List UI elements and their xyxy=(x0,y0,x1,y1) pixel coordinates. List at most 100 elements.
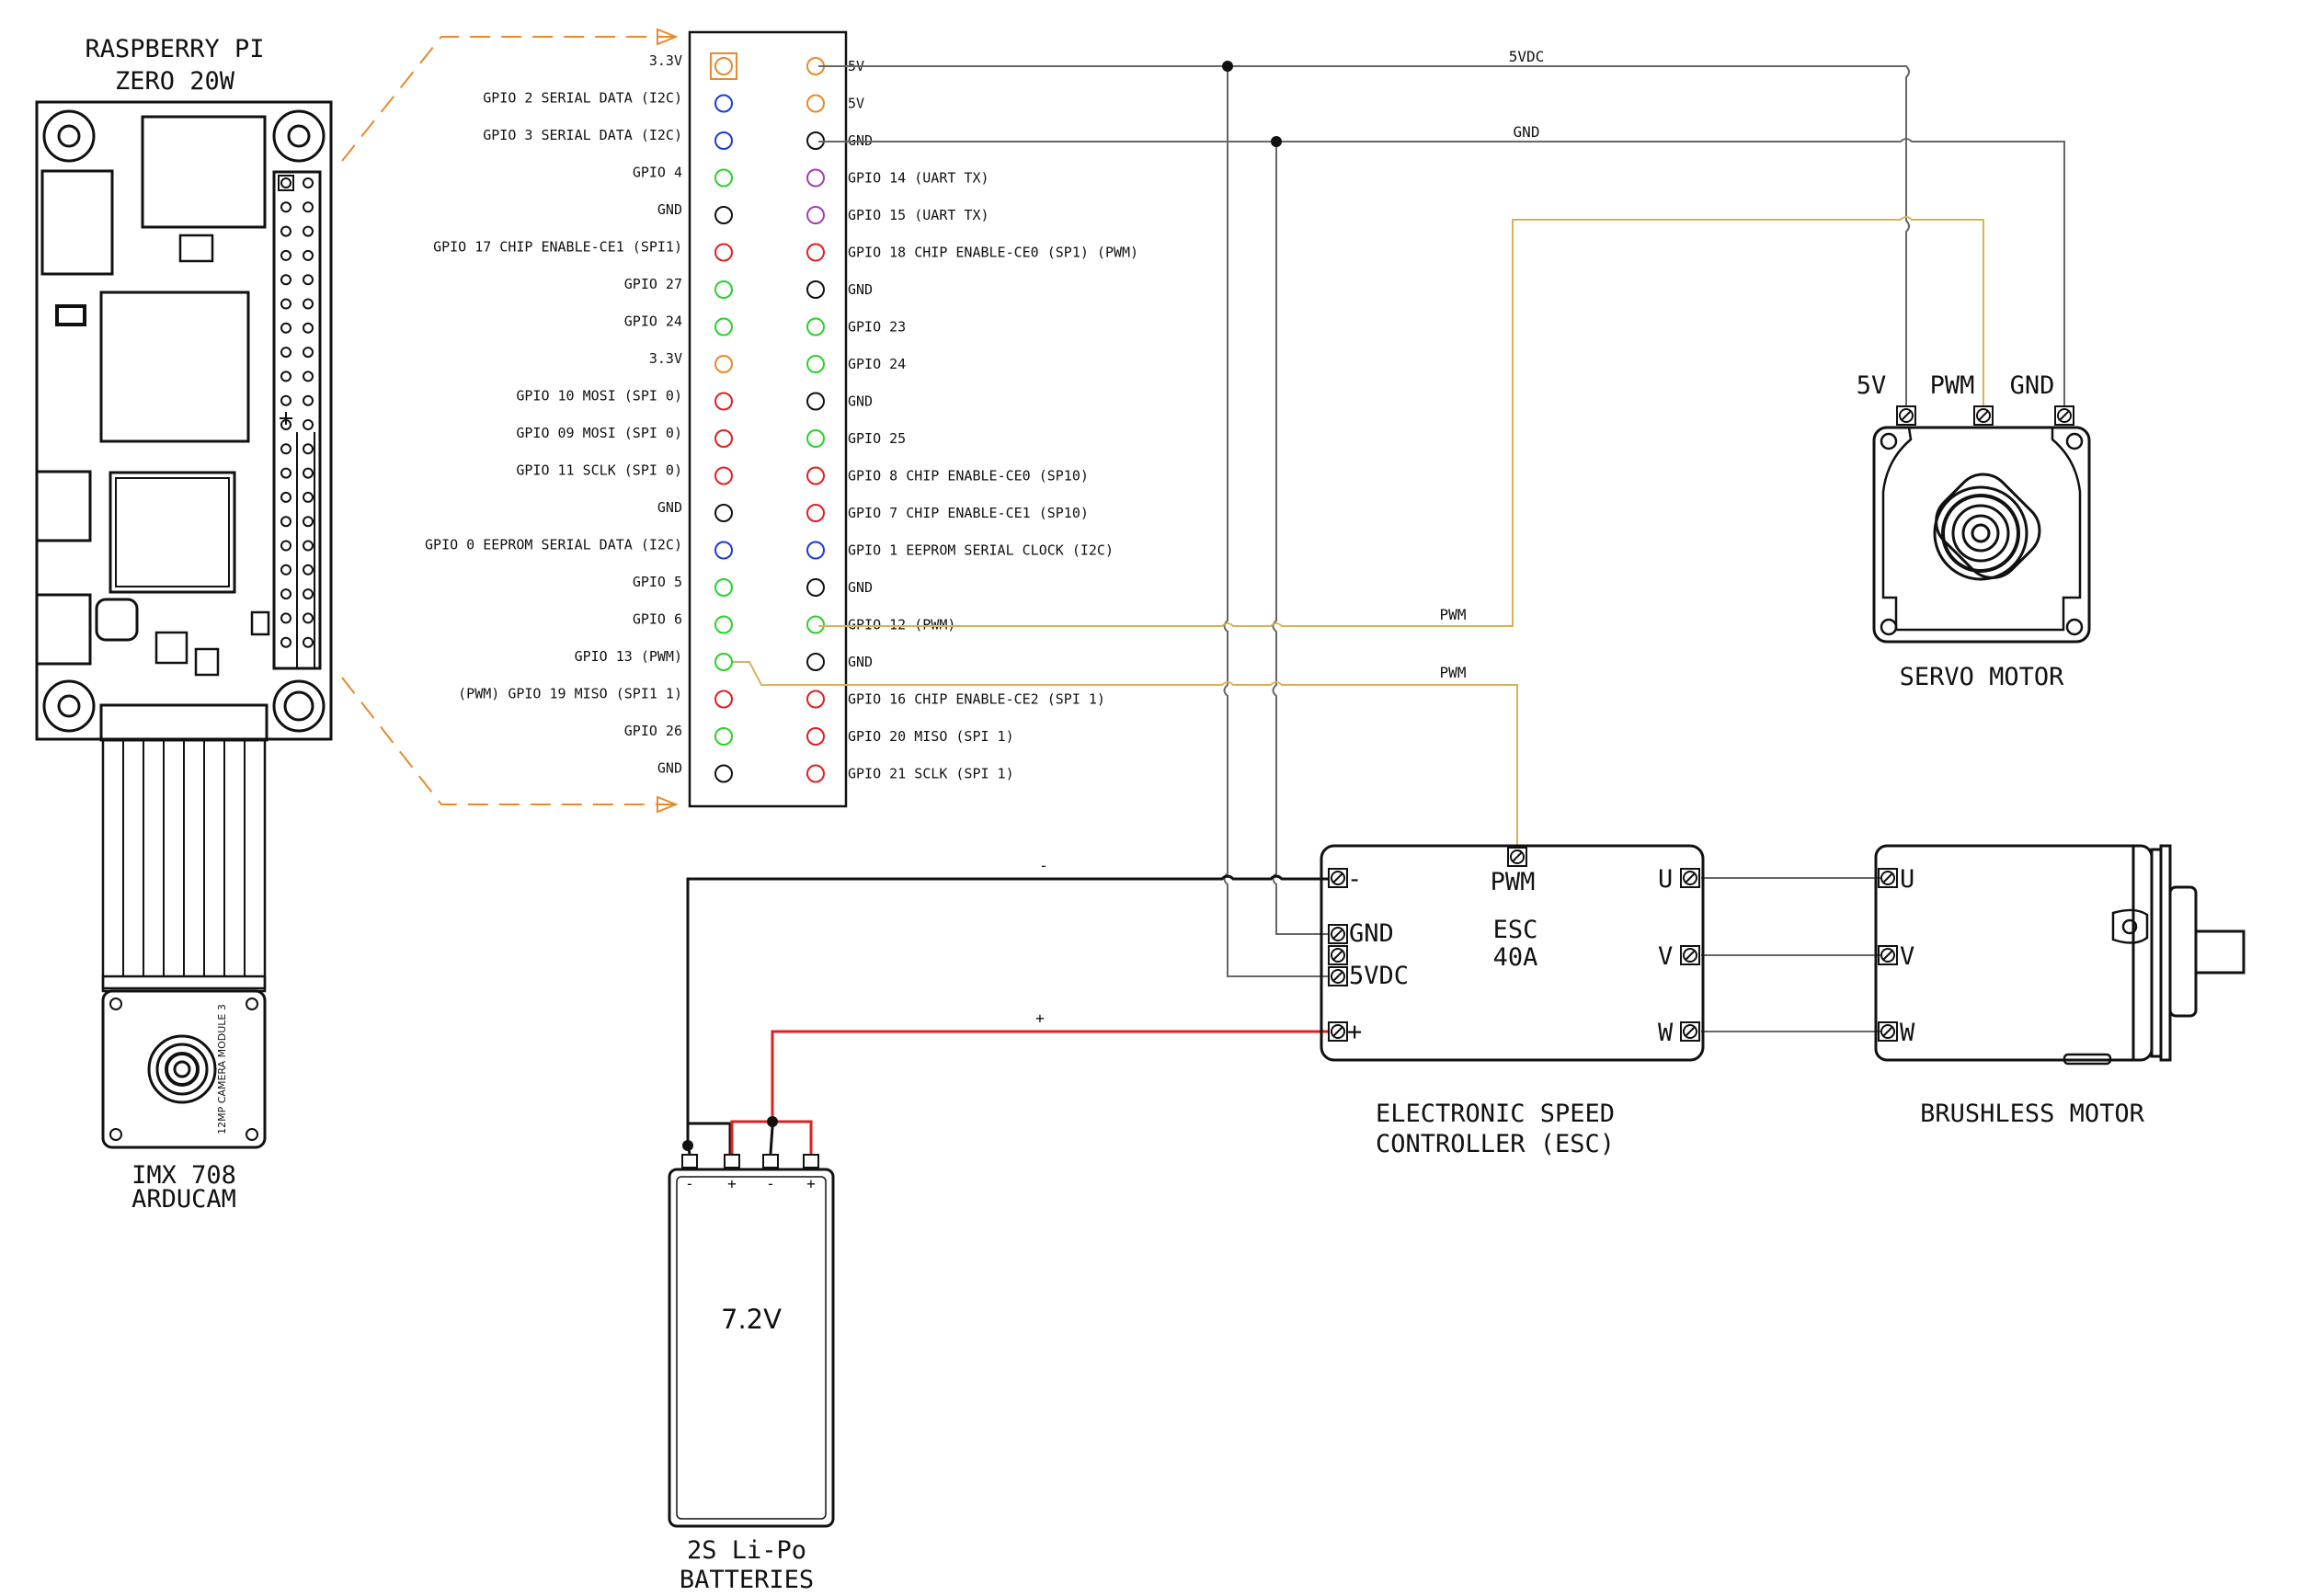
header-pin xyxy=(280,298,291,310)
header-pin xyxy=(303,636,314,648)
screw-terminal-icon xyxy=(1680,868,1700,888)
header-pin xyxy=(280,249,291,261)
battery-title-line2: BATTERIES xyxy=(680,1566,814,1594)
screw-terminal-icon xyxy=(1973,405,1994,426)
battery-terminal-label: + xyxy=(727,1175,737,1192)
battery-pack: -+-+ 7.2V 2S Li-Po BATTERIES xyxy=(668,1116,835,1594)
gpio-label-right: GND xyxy=(848,393,873,410)
mounting-hole-icon xyxy=(2065,618,2084,636)
servo-terminal-pwm: PWM xyxy=(1930,371,1975,400)
gpio-label-left: GPIO 09 MOSI (SPI 0) xyxy=(516,425,682,441)
gpio-label-right: GND xyxy=(848,579,873,596)
wire-pwm-servo xyxy=(818,216,1984,627)
screw-terminal-icon xyxy=(2054,405,2074,426)
motor-bell xyxy=(2168,885,2198,1018)
gpio-label-right: GPIO 20 MISO (SPI 1) xyxy=(848,728,1014,745)
pin-1-marker xyxy=(710,52,737,80)
header-pin xyxy=(280,467,291,479)
gpio-pin-left xyxy=(714,615,733,634)
rpi-chip xyxy=(109,471,236,594)
header-pin xyxy=(280,394,291,406)
esc-title-line1: ELECTRONIC SPEED xyxy=(1376,1100,1615,1128)
camera-lens-icon xyxy=(147,1034,217,1104)
esc-body xyxy=(1320,844,1705,1062)
header-pin xyxy=(280,177,291,188)
screw-terminal-icon xyxy=(1507,847,1527,867)
esc-terminal-pwm: PWM xyxy=(1491,868,1536,896)
gpio-pin-left xyxy=(714,466,733,485)
rpi-connector xyxy=(40,169,114,276)
gpio-label-left: GPIO 11 SCLK (SPI 0) xyxy=(516,462,682,479)
gpio-pin-left xyxy=(714,690,733,709)
gpio-pin-left xyxy=(714,243,733,262)
screw-terminal-icon xyxy=(1328,945,1348,965)
gpio-pin-right xyxy=(806,317,825,336)
mini-hdmi-port xyxy=(35,470,92,542)
mounting-hole-icon xyxy=(272,109,326,163)
rpi-chip xyxy=(141,115,267,229)
gpio-label-left: GPIO 3 SERIAL DATA (I2C) xyxy=(483,127,682,143)
screw-terminal-icon xyxy=(1328,1021,1348,1042)
gpio-label-left: (PWM) GPIO 19 MISO (SPI1 1) xyxy=(458,686,682,702)
battery-terminal-label: - xyxy=(766,1175,775,1192)
header-pin xyxy=(280,540,291,552)
gpio-pin-left xyxy=(714,541,733,560)
gpio-header-pins xyxy=(278,175,315,668)
esc-module: - PWM GND 5VDC + ESC 40A U V W ELECTRONI… xyxy=(1320,844,1705,1158)
battery-terminal xyxy=(803,1154,819,1168)
header-pin xyxy=(280,225,291,237)
motor-shaft xyxy=(2194,929,2246,975)
motor-mount-icon xyxy=(2111,908,2149,944)
gpio-pin-left xyxy=(714,280,733,299)
gpio-pin-left xyxy=(714,206,733,224)
gpio-pin-left xyxy=(714,653,733,671)
screw-terminal-icon xyxy=(1878,945,1898,965)
gpio-pinout-box xyxy=(688,30,848,808)
gpio-pin-right xyxy=(806,653,825,671)
header-pin xyxy=(280,274,291,286)
esc-rating-line2: 40A xyxy=(1493,943,1538,972)
header-pin xyxy=(303,370,314,382)
camera-connector xyxy=(99,703,269,742)
servo-body xyxy=(1872,426,2091,644)
gpio-pin-right xyxy=(806,764,825,783)
gpio-pin-left xyxy=(714,94,733,113)
gpio-pin-left xyxy=(714,504,733,522)
header-pin xyxy=(303,491,314,503)
header-pin xyxy=(280,443,291,455)
arrow-icon xyxy=(657,795,679,814)
gpio-label-left: GPIO 13 (PWM) xyxy=(575,648,682,665)
screw-terminal-icon xyxy=(1328,868,1348,888)
wire-gnd-esc xyxy=(1272,142,1330,935)
gpio-pin-right xyxy=(806,206,825,224)
battery-body xyxy=(668,1168,835,1528)
gpio-pin-left xyxy=(714,131,733,150)
servo-title: SERVO MOTOR xyxy=(1900,663,2065,691)
gpio-pin-left xyxy=(714,578,733,597)
rpi-title-line2: ZERO 20W xyxy=(115,67,235,96)
gpio-pin-left xyxy=(714,355,733,373)
net-label-negative: - xyxy=(1039,857,1048,874)
gpio-pin-right xyxy=(806,429,825,448)
gpio-pin-right xyxy=(806,280,825,299)
gpio-label-left: GND xyxy=(657,499,682,516)
header-pin xyxy=(303,394,314,406)
mounting-hole-icon xyxy=(2065,432,2084,450)
header-pin xyxy=(303,177,314,188)
rpi-title-line1: RASPBERRY PI xyxy=(85,35,264,63)
header-pin xyxy=(303,467,314,479)
arrow-icon xyxy=(657,28,679,46)
camera-board xyxy=(101,989,267,1149)
net-label-positive: + xyxy=(1035,1009,1045,1027)
camera-title-line1: IMX 708 xyxy=(131,1161,236,1190)
header-pin xyxy=(280,347,291,359)
gpio-label-right: GND xyxy=(848,654,873,670)
header-pin xyxy=(303,225,314,237)
wire-5vdc xyxy=(818,65,1910,407)
header-pin xyxy=(280,516,291,528)
mounting-hole-icon xyxy=(1880,432,1898,450)
zoom-indicator xyxy=(341,28,679,814)
header-pin xyxy=(280,636,291,648)
screw-terminal-icon xyxy=(1328,924,1348,944)
